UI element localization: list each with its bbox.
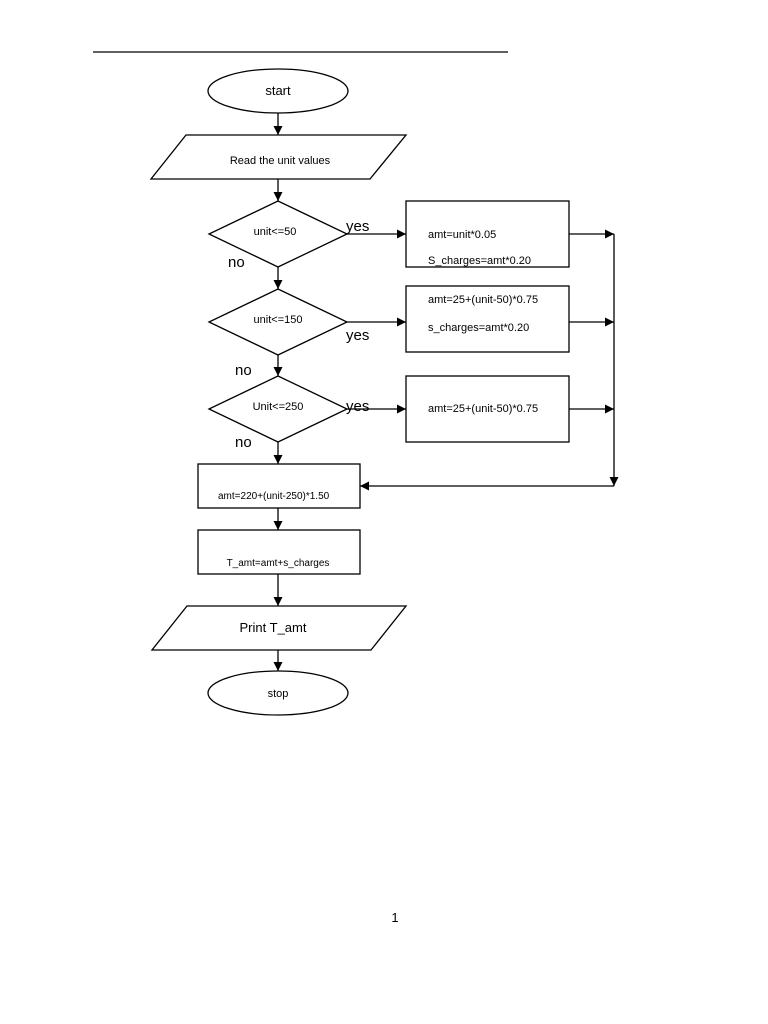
decision-2-yes-label: yes [346, 327, 369, 344]
process-3-line-1: amt=25+(unit-50)*0.75 [428, 403, 538, 415]
decision-1-no-label: no [228, 254, 245, 271]
process-4-box [197, 463, 361, 509]
page-number: 1 [391, 910, 398, 925]
process-1-box [405, 200, 570, 268]
process-3-box [405, 375, 570, 443]
input-label: Read the unit values [230, 155, 331, 167]
decision-1-yes-label: yes [346, 218, 369, 235]
decision-3-yes-label: yes [346, 398, 369, 415]
decision-2-label: unit<=150 [254, 314, 303, 326]
decision-3-label: Unit<=250 [253, 401, 304, 413]
stop-label: stop [268, 688, 289, 700]
start-label: start [265, 83, 291, 98]
input-parallelogram [149, 134, 408, 180]
process-5-box [197, 529, 361, 575]
process-1-line-1: amt=unit*0.05 [428, 229, 496, 241]
process-5-label: T_amt=amt+s_charges [227, 558, 330, 569]
decision-3-no-label: no [235, 434, 252, 451]
process-4-label: amt=220+(unit-250)*1.50 [218, 491, 330, 502]
output-label: Print T_amt [240, 620, 307, 635]
process-2-line-1: amt=25+(unit-50)*0.75 [428, 294, 538, 306]
process-2-box [405, 285, 570, 353]
process-1-line-2: S_charges=amt*0.20 [428, 255, 531, 267]
decision-2-no-label: no [235, 362, 252, 379]
output-parallelogram [150, 605, 408, 651]
process-2-line-2: s_charges=amt*0.20 [428, 322, 529, 334]
stop-terminator [207, 670, 349, 716]
decision-1-label: unit<=50 [254, 226, 297, 238]
